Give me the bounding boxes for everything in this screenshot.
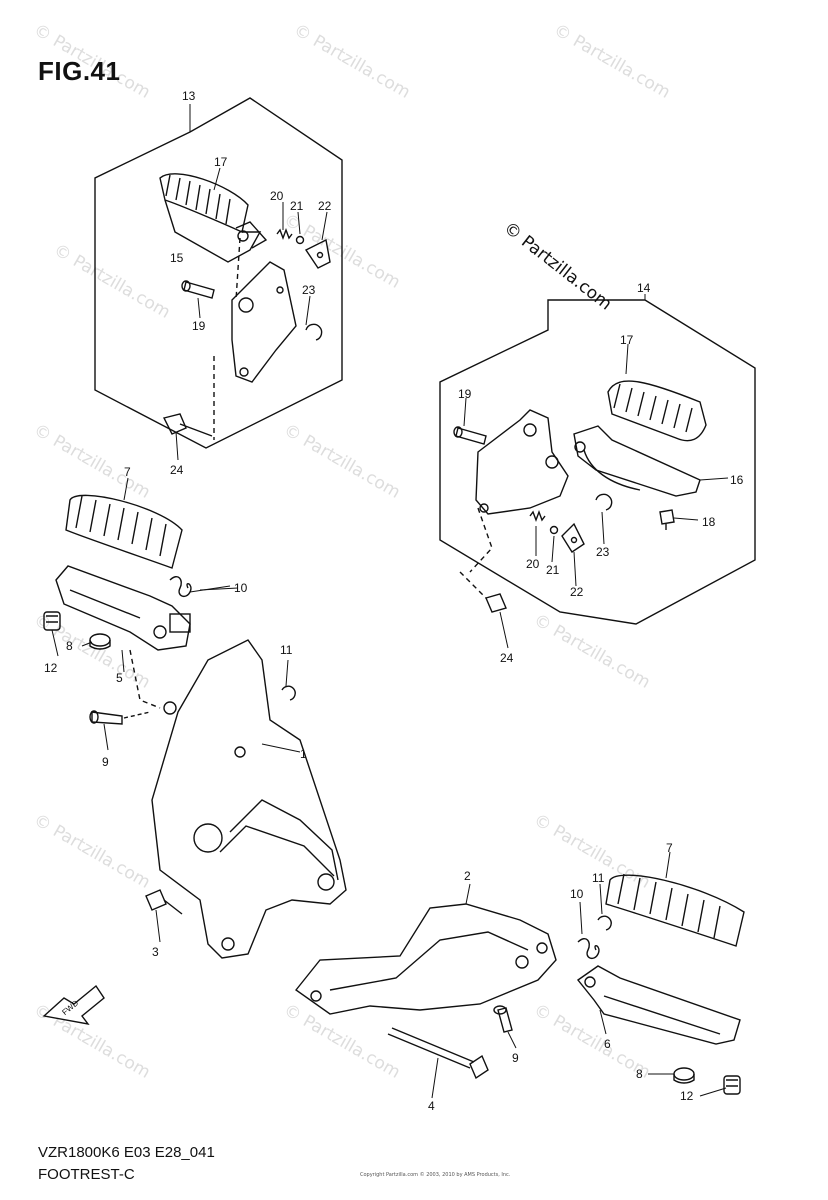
- callout-18: 18: [702, 515, 716, 529]
- callout-21: 21: [290, 199, 304, 213]
- ball-21: [295, 235, 305, 245]
- assembly-14-outline: [439, 299, 756, 625]
- callout-4: 4: [428, 1099, 435, 1113]
- callout-8: 8: [66, 639, 73, 653]
- bolt-9b: [493, 1005, 513, 1033]
- callout-20: 20: [270, 189, 284, 203]
- e-clip-23b: [595, 493, 613, 511]
- bracket-14: [475, 409, 569, 515]
- leader-line: [235, 237, 241, 301]
- nut-8b: [673, 1067, 695, 1084]
- callout-22: 22: [570, 585, 584, 599]
- callout-2: 2: [464, 869, 471, 883]
- callout-24: 24: [170, 463, 184, 477]
- callout-17: 17: [620, 333, 634, 347]
- callout-10: 10: [570, 887, 584, 901]
- right-footrest-group: [42, 851, 745, 1099]
- pin-19b: [453, 426, 487, 445]
- spring-10a: [169, 576, 231, 598]
- left-footrest-group: [43, 477, 347, 959]
- e-clip-11b: [597, 915, 612, 931]
- leader-line: [469, 507, 493, 573]
- footpeg-rubber-7b: [605, 873, 745, 947]
- figure-title: FIG.41: [38, 56, 121, 86]
- bolt-4: [387, 1027, 489, 1080]
- callout-10: 10: [234, 581, 248, 595]
- callout-22: 22: [318, 199, 332, 213]
- bolt-12b: [723, 1075, 741, 1095]
- callout-23: 23: [302, 283, 316, 297]
- footpeg-rubber-17: [159, 173, 249, 233]
- callout-17: 17: [214, 155, 228, 169]
- callout-23: 23: [596, 545, 610, 559]
- bracket-13: [231, 261, 297, 383]
- callout-11: 11: [280, 643, 293, 657]
- bolt-24b: [459, 571, 507, 613]
- model-code-caption: VZR1800K6 E03 E28_041: [38, 1144, 215, 1161]
- callout-20: 20: [526, 557, 540, 571]
- callout-19: 19: [458, 387, 472, 401]
- pin-19: [181, 280, 215, 299]
- plate-22b: [561, 522, 585, 553]
- callout-12: 12: [680, 1089, 694, 1103]
- fwd-arrow-icon: [42, 984, 105, 1026]
- callout-9: 9: [102, 755, 109, 769]
- callout-12: 12: [44, 661, 58, 675]
- callout-6: 6: [604, 1037, 611, 1051]
- bolt-12a: [43, 611, 61, 631]
- spring-20b: [529, 510, 546, 522]
- nut-8a: [89, 633, 111, 650]
- bolt-18: [659, 509, 675, 530]
- callout-7: 7: [124, 465, 131, 479]
- footpeg-6: [576, 965, 741, 1045]
- footpeg-5: [55, 565, 191, 651]
- section-name-caption: FOOTREST-C: [38, 1166, 135, 1183]
- spring-20: [276, 228, 293, 240]
- copyright-fine-print: Copyright Partzilla.com © 2003, 2010 by …: [360, 1172, 511, 1178]
- bracket-1: [151, 639, 347, 959]
- bolt-24a: [162, 413, 213, 437]
- spring-10b: [577, 938, 600, 960]
- callout-14: 14: [637, 281, 651, 295]
- footpeg-16: [573, 425, 701, 497]
- assembly-13-group: [94, 97, 343, 461]
- callout-19: 19: [192, 319, 206, 333]
- callout-13: 13: [182, 89, 196, 103]
- callout-24: 24: [500, 651, 514, 665]
- callout-labels: 13 17 15 20 21 22 19 23 24 14 17 19 16 1…: [44, 89, 744, 1113]
- callout-15: 15: [170, 251, 184, 265]
- bolt-9a: [89, 710, 151, 725]
- ball-21b: [549, 525, 559, 535]
- callout-1: 1: [300, 747, 307, 761]
- plate-22: [304, 238, 331, 269]
- callout-5: 5: [116, 671, 123, 685]
- callout-21: 21: [546, 563, 560, 577]
- e-clip-23: [305, 323, 323, 341]
- footpeg-rubber-17b: [607, 380, 707, 442]
- callout-3: 3: [152, 945, 159, 959]
- bracket-2: [294, 903, 557, 1015]
- callout-11: 11: [592, 871, 605, 885]
- leader-line: [129, 649, 161, 709]
- assembly-14-group: [439, 294, 756, 649]
- callout-16: 16: [730, 473, 744, 487]
- callout-8: 8: [636, 1067, 643, 1081]
- callout-9: 9: [512, 1051, 519, 1065]
- footpeg-rubber-7a: [65, 494, 183, 569]
- assembly-13-outline: [94, 97, 343, 449]
- callout-7: 7: [666, 841, 673, 855]
- e-clip-11a: [281, 685, 296, 701]
- bolt-3: [145, 889, 183, 915]
